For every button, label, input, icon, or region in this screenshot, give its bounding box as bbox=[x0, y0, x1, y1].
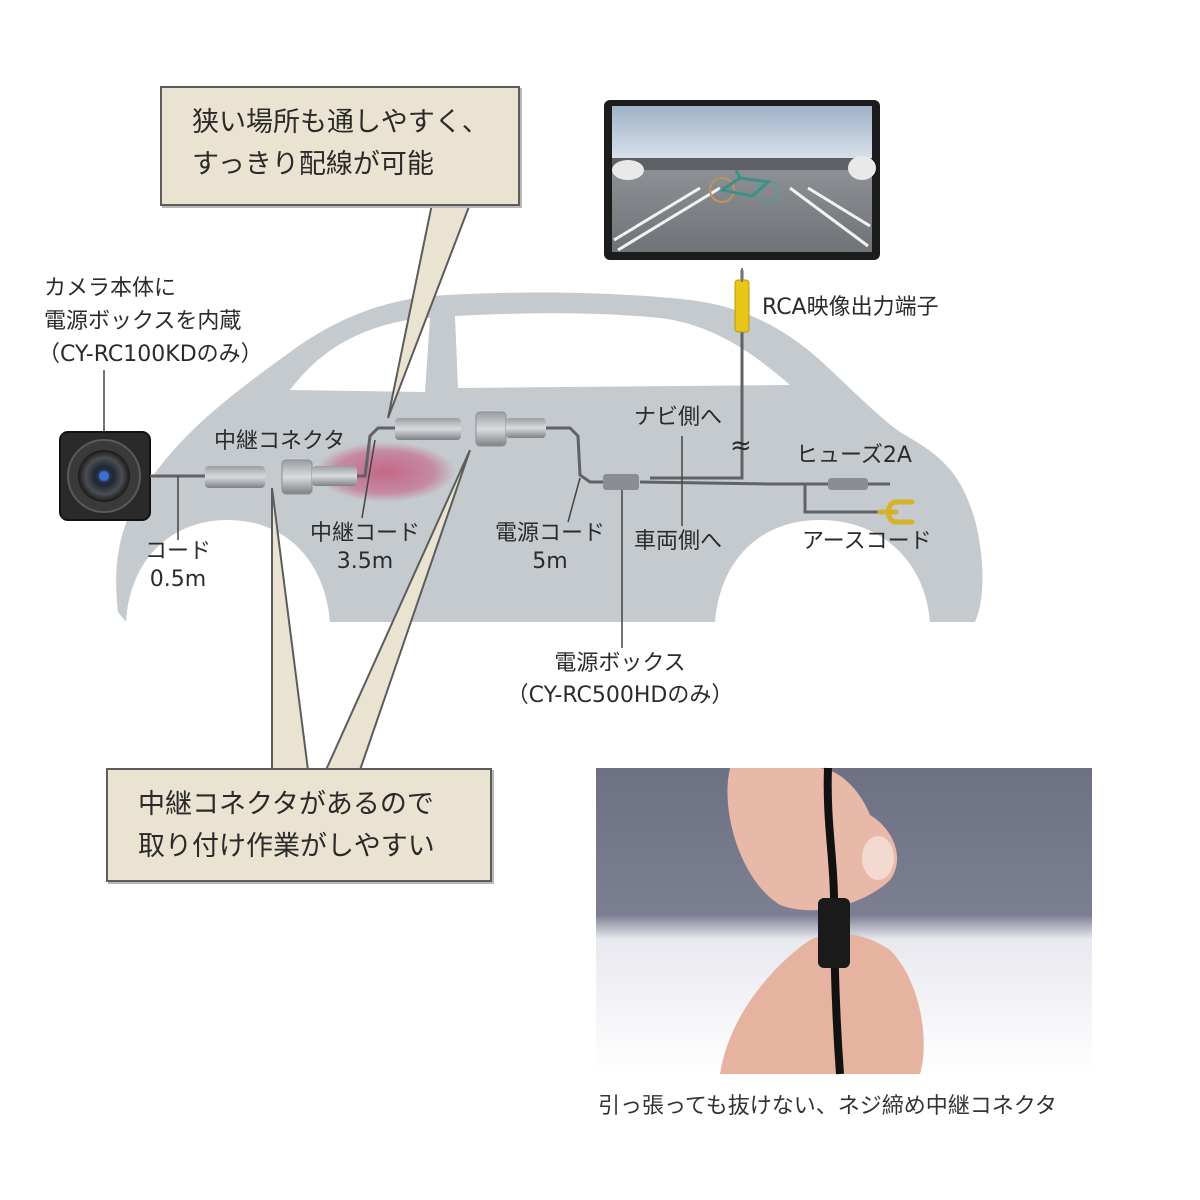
lower-hand bbox=[720, 933, 924, 1074]
relay-cord-line1: 中継コード bbox=[309, 521, 420, 546]
bottom-callout-line2: 取り付け作業がしやすい bbox=[138, 831, 435, 862]
camera-power-line3: （CY-RC100KDのみ） bbox=[38, 342, 263, 367]
fuse-holder bbox=[828, 478, 868, 490]
camera-power-line2: 電源ボックスを内蔵 bbox=[44, 309, 242, 334]
cord-length: 0.5m bbox=[149, 567, 207, 592]
rca-output-label: RCA映像出力端子 bbox=[762, 295, 939, 320]
connector-photo bbox=[596, 767, 1092, 1075]
top-callout: 狭い場所も通しやすく、 すっきり配線が可能 bbox=[160, 86, 520, 206]
power-box-line1: 電源ボックス bbox=[554, 651, 686, 676]
relay-cord-connector-a bbox=[312, 466, 357, 486]
parked-car-left bbox=[612, 160, 644, 180]
relay-connector-nut bbox=[281, 459, 313, 495]
upper-hand bbox=[727, 768, 898, 911]
car-silhouette bbox=[116, 292, 983, 697]
to-vehicle-label: 車両側へ bbox=[634, 529, 723, 554]
power-cord-connector bbox=[506, 418, 546, 438]
main-trunk bbox=[639, 480, 771, 486]
camera-power-line1: カメラ本体に bbox=[44, 276, 177, 301]
camera-side-connector bbox=[205, 466, 265, 488]
lane-line bbox=[617, 186, 721, 252]
lane-line bbox=[789, 186, 869, 248]
rca-plug bbox=[734, 279, 750, 333]
leader-lines bbox=[177, 436, 683, 648]
cord-label-line1: コード bbox=[144, 539, 211, 564]
rear-camera bbox=[59, 431, 151, 521]
ground-lug bbox=[877, 499, 915, 525]
power-cord-connector-nut bbox=[475, 411, 507, 447]
wave-symbol: ≈ bbox=[730, 431, 752, 461]
power-cord-length: 5m bbox=[532, 549, 568, 574]
top-callout-line2: すっきり配線が可能 bbox=[192, 149, 434, 180]
bicycle-wheel bbox=[709, 177, 735, 203]
to-navi-label: ナビ側へ bbox=[634, 405, 723, 430]
front-wheel-ring bbox=[733, 523, 907, 697]
rear-window bbox=[290, 318, 430, 392]
cord-label: コード 0.5m bbox=[138, 538, 218, 594]
power-cord-line1: 電源コード bbox=[494, 521, 605, 546]
navi-branch bbox=[650, 462, 744, 480]
relay-cord-length: 3.5m bbox=[336, 549, 394, 574]
relay-cord-connector-b bbox=[395, 418, 461, 440]
relay-connector-label: 中継コネクタ bbox=[214, 429, 346, 454]
relay-cord-label: 中継コード 3.5m bbox=[300, 520, 430, 576]
power-box-label: 電源ボックス （CY-RC500HDのみ） bbox=[490, 648, 750, 712]
threaded-connector bbox=[818, 898, 850, 968]
front-wheel-inner bbox=[760, 550, 880, 670]
bottom-callout: 中継コネクタがあるので 取り付け作業がしやすい bbox=[106, 768, 492, 882]
ground-cord-label: アースコード bbox=[802, 529, 932, 554]
fuse-label: ヒューズ2A bbox=[796, 443, 912, 468]
rear-wheel-ring bbox=[141, 523, 315, 697]
monitor-road bbox=[612, 166, 872, 252]
camera-power-label: カメラ本体に 電源ボックスを内蔵 （CY-RC100KDのみ） bbox=[38, 272, 263, 371]
thumbnail bbox=[862, 836, 894, 880]
power-cord-label: 電源コード 5m bbox=[480, 520, 620, 576]
narrow-space-highlight bbox=[315, 442, 455, 502]
lane-line bbox=[613, 186, 701, 242]
relay-cord bbox=[355, 426, 395, 478]
top-callout-line1: 狭い場所も通しやすく、 bbox=[192, 107, 489, 138]
photo-caption: 引っ張っても抜けない、ネジ締め中継コネクタ bbox=[598, 1094, 1057, 1119]
monitor-fence bbox=[612, 158, 872, 170]
bottom-callout-line1: 中継コネクタがあるので bbox=[138, 789, 434, 820]
side-window bbox=[455, 313, 790, 388]
camera-lens-center bbox=[99, 471, 109, 481]
power-cord bbox=[545, 426, 605, 484]
power-box-unit bbox=[603, 474, 639, 490]
monitor-sky bbox=[612, 106, 872, 166]
lane-line bbox=[807, 186, 871, 228]
power-box-line2: （CY-RC500HDのみ） bbox=[506, 683, 734, 708]
navigation-monitor bbox=[604, 100, 880, 260]
bicycle-frame bbox=[718, 169, 772, 198]
ground-branch bbox=[803, 484, 880, 514]
parked-car-right bbox=[848, 156, 876, 180]
